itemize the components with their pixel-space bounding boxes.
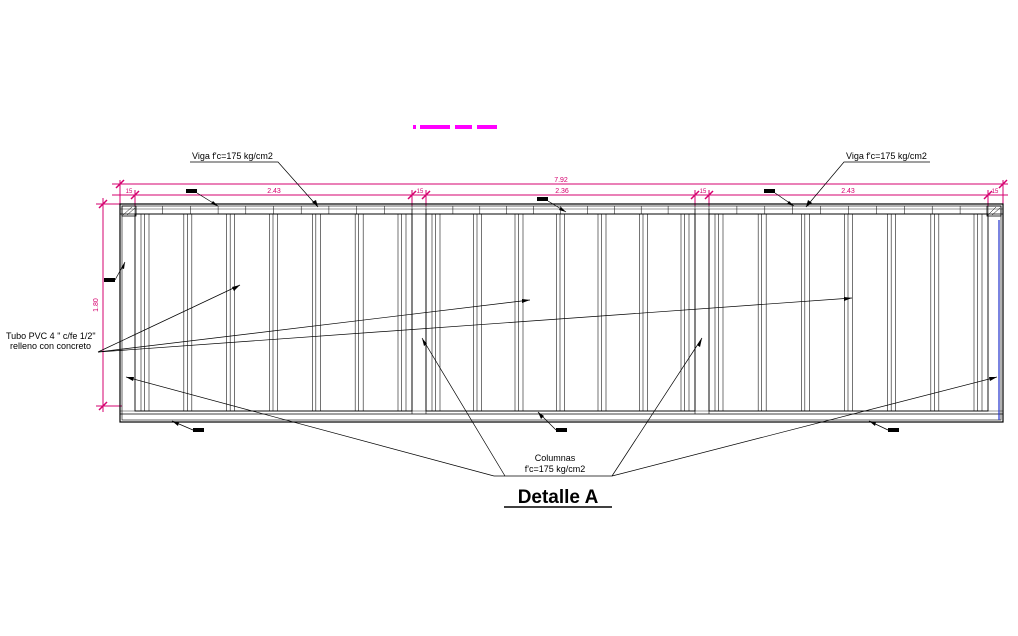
label-columnas-line2: f'c=175 kg/cm2 <box>525 464 586 474</box>
dim-seg-4: 2.36 <box>555 188 569 195</box>
dimension-lines <box>96 180 1008 412</box>
section-markers <box>104 189 899 432</box>
label-columnas-line1: Columnas <box>535 453 576 463</box>
frame-outline <box>119 203 1004 423</box>
panel-center <box>425 213 696 412</box>
dim-height: 1.80 <box>93 298 100 312</box>
panel-right <box>708 213 989 412</box>
panel-left <box>134 213 413 412</box>
dim-seg-6: 2.43 <box>841 188 855 195</box>
label-tubo-line1: Tubo PVC 4 " c/fe 1/2" <box>6 331 96 341</box>
dim-seg-1: 15 <box>126 189 133 195</box>
pvc-tube-lines <box>140 214 983 411</box>
leader-lines <box>97 161 998 477</box>
panels <box>134 209 989 414</box>
dim-seg-3: 15 <box>417 189 424 195</box>
dim-seg-5: 15 <box>700 189 707 195</box>
drawing-title: Detalle A <box>518 487 599 508</box>
label-viga-right: Viga f'c=175 kg/cm2 <box>846 151 927 161</box>
dimension-ticks <box>98 179 1008 411</box>
leader-arrows <box>121 200 997 426</box>
dim-seg-7: 15 <box>992 189 999 195</box>
label-tubo-line2: relleno con concreto <box>10 341 91 351</box>
dim-seg-2: 2.43 <box>267 188 281 195</box>
label-viga-left: Viga f'c=175 kg/cm2 <box>192 151 273 161</box>
dim-overall: 7.92 <box>554 177 568 184</box>
